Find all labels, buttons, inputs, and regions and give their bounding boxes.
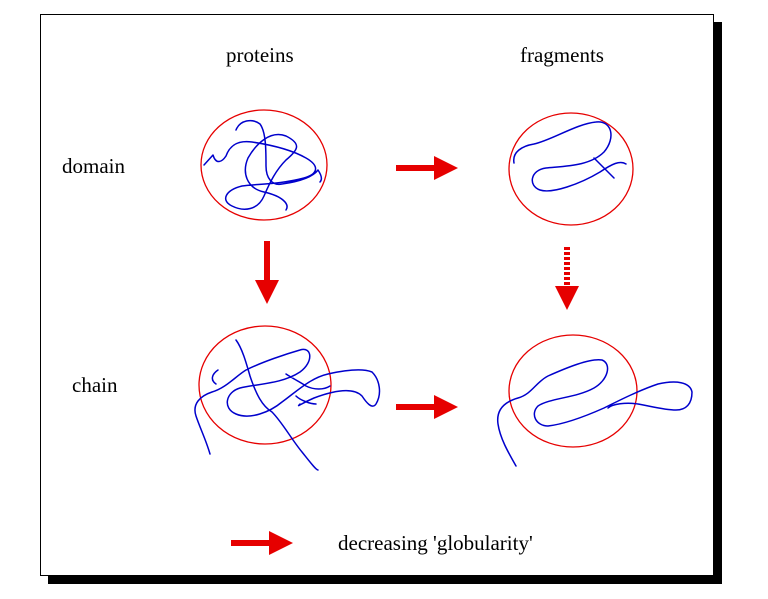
fragment-chain-boundary — [508, 334, 638, 448]
protein-domain-chain — [203, 119, 323, 211]
fragment-domain-diagram — [508, 112, 634, 226]
fragment-domain-chain — [513, 121, 627, 192]
fragment-domain-boundary — [508, 112, 634, 226]
column-header-fragments: fragments — [520, 43, 604, 67]
protein-domain-diagram — [200, 109, 328, 221]
protein-domain-boundary — [200, 109, 328, 221]
protein-chain-boundary — [198, 325, 332, 445]
figure-frame — [40, 14, 714, 576]
legend-label: decreasing 'globularity' — [338, 531, 533, 555]
protein-chain-line — [194, 339, 381, 471]
row-label-chain: chain — [72, 373, 118, 397]
fragment-chain-diagram — [496, 334, 693, 467]
protein-chain-diagram — [194, 325, 381, 471]
row-label-domain: domain — [62, 154, 125, 178]
column-header-proteins: proteins — [226, 43, 294, 67]
fragment-chain-line — [496, 359, 693, 467]
